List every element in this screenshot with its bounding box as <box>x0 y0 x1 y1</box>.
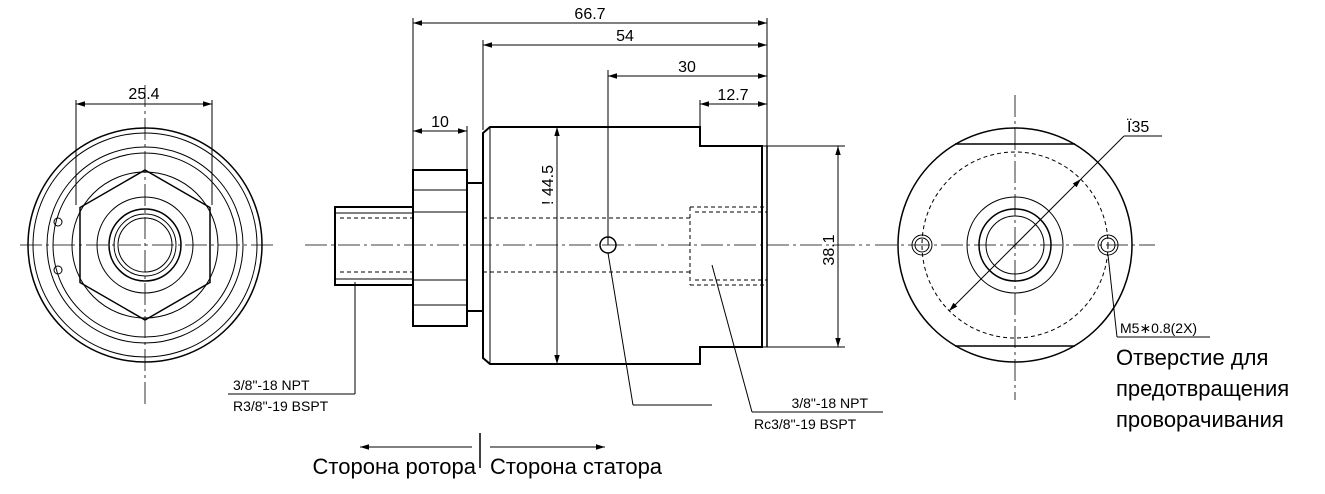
stator-thread-bspt: Rc3/8"-19 BSPT <box>754 416 857 432</box>
hole-note-line-1: Отверстие для <box>1116 345 1268 370</box>
left-port-outer <box>96 196 194 294</box>
dim-step-length: 12.7 <box>717 87 748 104</box>
left-port-inner <box>113 213 177 277</box>
left-step-circle <box>52 152 238 338</box>
left-pin-bottom <box>53 265 63 275</box>
dim-overall-length: 66.7 <box>574 6 605 23</box>
hole-note-line-3: проворачивания <box>1116 407 1284 432</box>
left-hex-nut <box>79 169 211 321</box>
hole-note-line-2: предотвращения <box>1116 376 1289 401</box>
side-view: 66.7 54 30 12.7 10 ! 44.5 38.1 3/8"-18 N… <box>228 6 883 432</box>
rotor-side-label: Сторона ротора <box>313 454 477 479</box>
hole-spec: M5∗0.8(2X) <box>1120 320 1197 336</box>
stator-thread-leader <box>711 264 753 413</box>
right-outer-circle <box>897 127 1133 363</box>
hex-nut-side <box>412 169 468 327</box>
main-body <box>482 126 763 365</box>
hole-spec-leader <box>1107 254 1118 338</box>
dim-hole-pcd: Ï35 <box>1127 118 1149 136</box>
left-outer-circle <box>27 127 263 363</box>
right-pcd-circle <box>921 151 1109 339</box>
stator-thread-npt: 3/8"-18 NPT <box>791 395 868 411</box>
dim-port-position: 30 <box>678 59 696 76</box>
stator-port-hidden <box>689 206 767 286</box>
left-pin-top <box>53 217 63 227</box>
left-port-circle <box>108 208 182 282</box>
stator-side-label: Сторона статора <box>490 454 663 479</box>
dim-hex-length: 10 <box>431 114 449 131</box>
anti-rotation-hole-left <box>911 234 933 256</box>
left-bore <box>117 217 173 273</box>
left-outer-circle-inner <box>32 132 258 358</box>
left-body-circle <box>46 146 244 344</box>
dim-hex-across-flats: 25.4 <box>128 86 159 103</box>
left-hex-chamfer-circle <box>71 171 219 319</box>
dim-body-length: 54 <box>616 28 634 45</box>
cross-port-leader <box>607 252 634 406</box>
dim-step-diameter: 38.1 <box>821 234 838 265</box>
rotor-thread-bspt: R3/8"-19 BSPT <box>233 398 329 414</box>
rotor-shaft <box>334 206 413 286</box>
right-end-view: Ï35 M5∗0.8(2X) Отверстие для предотвраще… <box>875 95 1289 432</box>
left-end-view: 25.4 <box>20 85 275 405</box>
rotor-thread-npt: 3/8"-18 NPT <box>233 377 310 393</box>
side-legend: Сторона ротора Сторона статора <box>313 433 663 479</box>
shoulder <box>466 182 484 312</box>
dim-pcd-line <box>948 178 1082 312</box>
dim-body-diameter: ! 44.5 <box>540 165 557 205</box>
